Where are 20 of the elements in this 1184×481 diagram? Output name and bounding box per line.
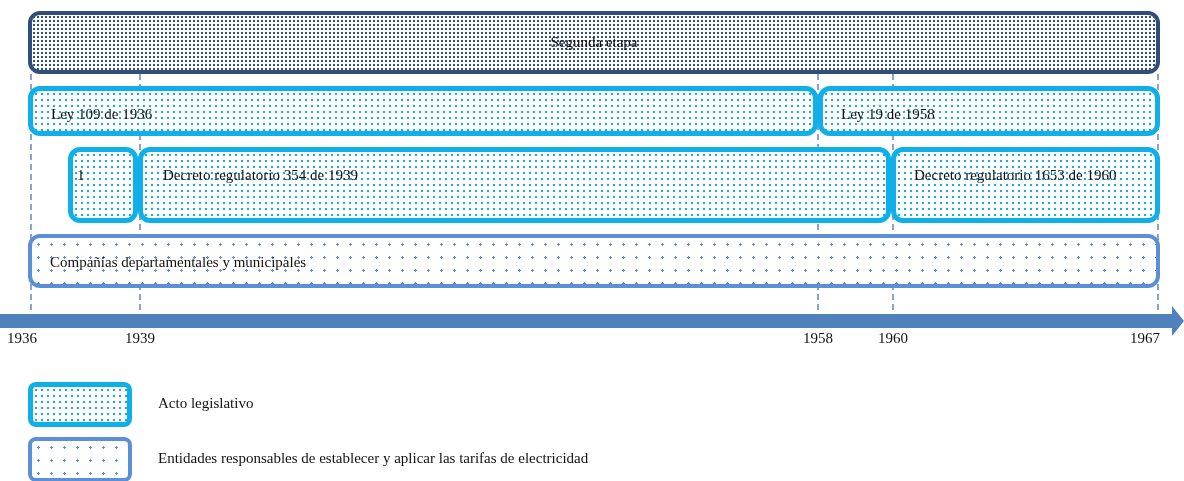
- decree-box: [891, 147, 1160, 223]
- decree-box: [68, 147, 138, 223]
- legend-label: Entidades responsables de establecer y aplicar las tarifas de electricidad: [158, 450, 589, 467]
- box-label: Ley 109 de 1936: [51, 105, 154, 124]
- stage-band: [28, 11, 1160, 74]
- legend-label: Acto legislativo: [158, 395, 254, 412]
- year-label: 1936: [7, 330, 37, 347]
- law-box: [818, 86, 1160, 136]
- year-label: 1967: [1130, 330, 1160, 347]
- year-label: 1939: [125, 330, 155, 347]
- box-label: 1: [77, 166, 86, 185]
- law-box: [28, 86, 818, 136]
- year-label: 1958: [803, 330, 833, 347]
- box-label: Decreto regulatorio 1653 de 1960: [914, 166, 1118, 185]
- box-label: Segunda etapa: [549, 33, 639, 52]
- box-label: Ley 19 de 1958: [841, 105, 936, 124]
- box-label: Compañías departamentales y municipales: [50, 253, 308, 272]
- year-label: 1960: [878, 330, 908, 347]
- entity-band: [28, 234, 1160, 288]
- box-label: Decreto regulatorio 354 de 1939: [163, 166, 359, 185]
